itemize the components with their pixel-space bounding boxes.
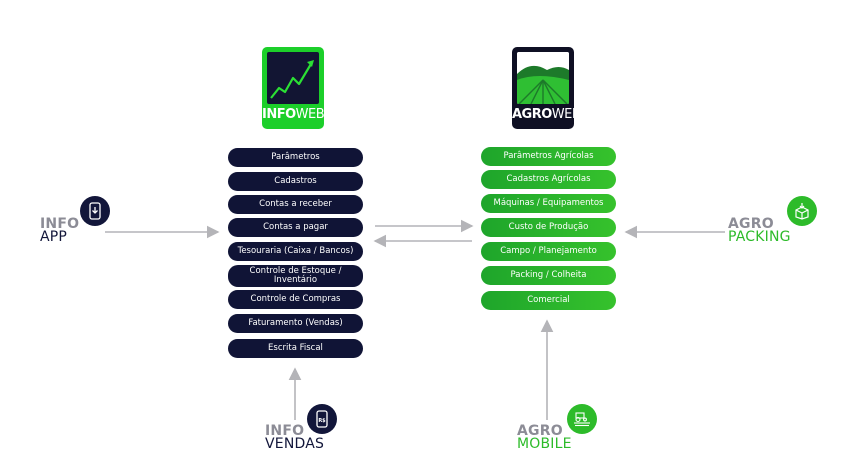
infoweb-logo: INFOWEB [262, 47, 325, 129]
infoweb-item-contas-pagar: Contas a pagar [228, 218, 363, 237]
sales-icon-text: R$ [318, 418, 326, 424]
infoweb-item-faturamento: Faturamento (Vendas) [228, 314, 363, 333]
field-landscape-icon [517, 52, 569, 104]
info-app-label: INFO APP [40, 216, 80, 245]
info-vendas-label: INFO VENDAS [265, 423, 325, 452]
mobile-sales-icon: R$ [307, 404, 337, 434]
agro-mobile-label: AGRO MOBILE [517, 423, 572, 452]
chart-up-icon [267, 52, 319, 104]
tractor-field-icon [567, 404, 597, 434]
infoweb-item-parametros: Parâmetros [228, 148, 363, 167]
agroweb-item-cadastros: Cadastros Agrícolas [481, 170, 616, 189]
infoweb-item-cadastros: Cadastros [228, 172, 363, 191]
agroweb-item-parametros: Parâmetros Agrícolas [481, 147, 616, 166]
agroweb-logo: AGROWEB [512, 47, 581, 129]
infoweb-item-escrita-fiscal: Escrita Fiscal [228, 339, 363, 358]
infoweb-item-tesouraria: Tesouraria (Caixa / Bancos) [228, 242, 363, 261]
agroweb-logo-text: AGROWEB [512, 107, 581, 122]
mobile-download-icon [80, 196, 110, 226]
agroweb-item-comercial: Comercial [481, 291, 616, 310]
infoweb-item-compras: Controle de Compras [228, 290, 363, 309]
infoweb-item-estoque: Controle de Estoque / Inventário [228, 265, 363, 287]
agroweb-item-custo-producao: Custo de Produção [481, 218, 616, 237]
infoweb-item-contas-receber: Contas a receber [228, 195, 363, 214]
agroweb-item-campo: Campo / Planejamento [481, 242, 616, 261]
infoweb-logo-text: INFOWEB [262, 107, 325, 122]
agro-packing-label: AGRO PACKING [728, 216, 791, 245]
packing-box-icon [787, 196, 817, 226]
agroweb-item-maquinas: Máquinas / Equipamentos [481, 194, 616, 213]
agroweb-item-packing: Packing / Colheita [481, 266, 616, 285]
